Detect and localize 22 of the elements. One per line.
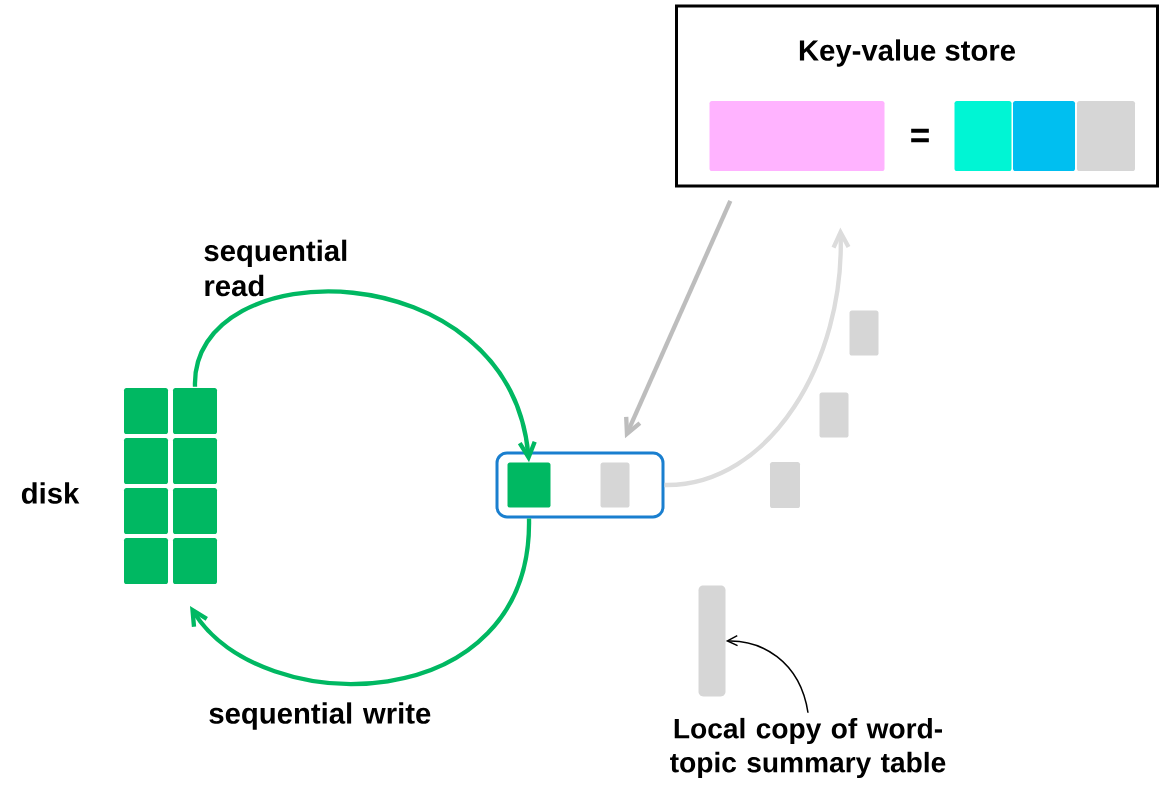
buffer-box xyxy=(495,451,665,519)
block xyxy=(507,462,551,508)
arrow xyxy=(624,199,733,439)
value-block xyxy=(1077,101,1135,171)
edge-label: sequential write xyxy=(209,702,431,730)
arrow xyxy=(664,227,851,488)
table-bar xyxy=(698,585,726,697)
block xyxy=(770,462,800,508)
value-block xyxy=(1013,101,1075,171)
caption-text: Local copy of word-topic summary table xyxy=(670,717,946,779)
arrow xyxy=(190,518,532,686)
block xyxy=(600,462,630,508)
key-block xyxy=(709,101,885,171)
arrow xyxy=(725,634,809,714)
arrow xyxy=(192,289,537,463)
block xyxy=(819,392,849,438)
value-block xyxy=(954,101,1012,171)
disk-drawing xyxy=(124,388,217,584)
edge-label: sequential read xyxy=(204,239,347,297)
equals-sign: = xyxy=(911,128,929,143)
block xyxy=(849,310,879,356)
node-label: disk xyxy=(21,482,80,504)
